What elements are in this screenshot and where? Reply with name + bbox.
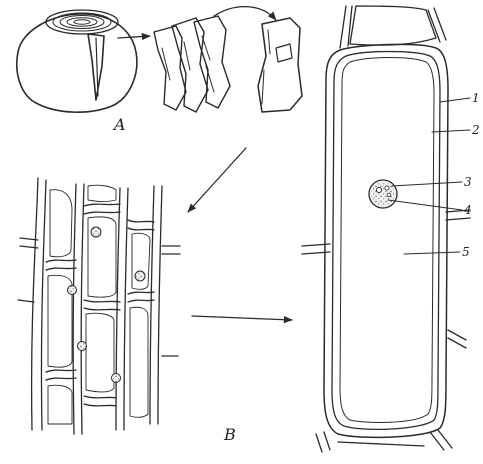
- bulb-scales-drawing: [154, 16, 230, 112]
- callout-4: 4: [463, 203, 472, 217]
- callout-1: 1: [472, 91, 480, 105]
- onion-bulb-drawing: [17, 10, 137, 112]
- arrow-bulb-to-scales: [118, 36, 150, 38]
- cell-nucleolus: [377, 188, 382, 193]
- callout-leaders: [388, 98, 470, 254]
- arrow-piece-to-tissue: [188, 148, 246, 212]
- cell-wall-inner: [332, 52, 440, 430]
- scale-piece-drawing: [258, 18, 302, 112]
- cell-wall-outer: [324, 44, 448, 437]
- cell-nucleus: [369, 180, 397, 208]
- tissue-nuclei: [68, 227, 146, 383]
- panel-label-b: B: [223, 425, 236, 444]
- arrow-tissue-to-cell: [192, 316, 292, 320]
- arrow-scales-to-piece: [214, 7, 276, 20]
- callout-2: 2: [471, 123, 480, 137]
- panel-label-a: A: [112, 115, 126, 134]
- cell-cytoplasm: [340, 58, 434, 423]
- callout-5: 5: [462, 245, 470, 259]
- enlarged-cell: [302, 6, 470, 452]
- epidermis-tissue: [18, 178, 180, 434]
- callout-3: 3: [464, 175, 472, 189]
- tissue-cell-walls: [18, 178, 180, 434]
